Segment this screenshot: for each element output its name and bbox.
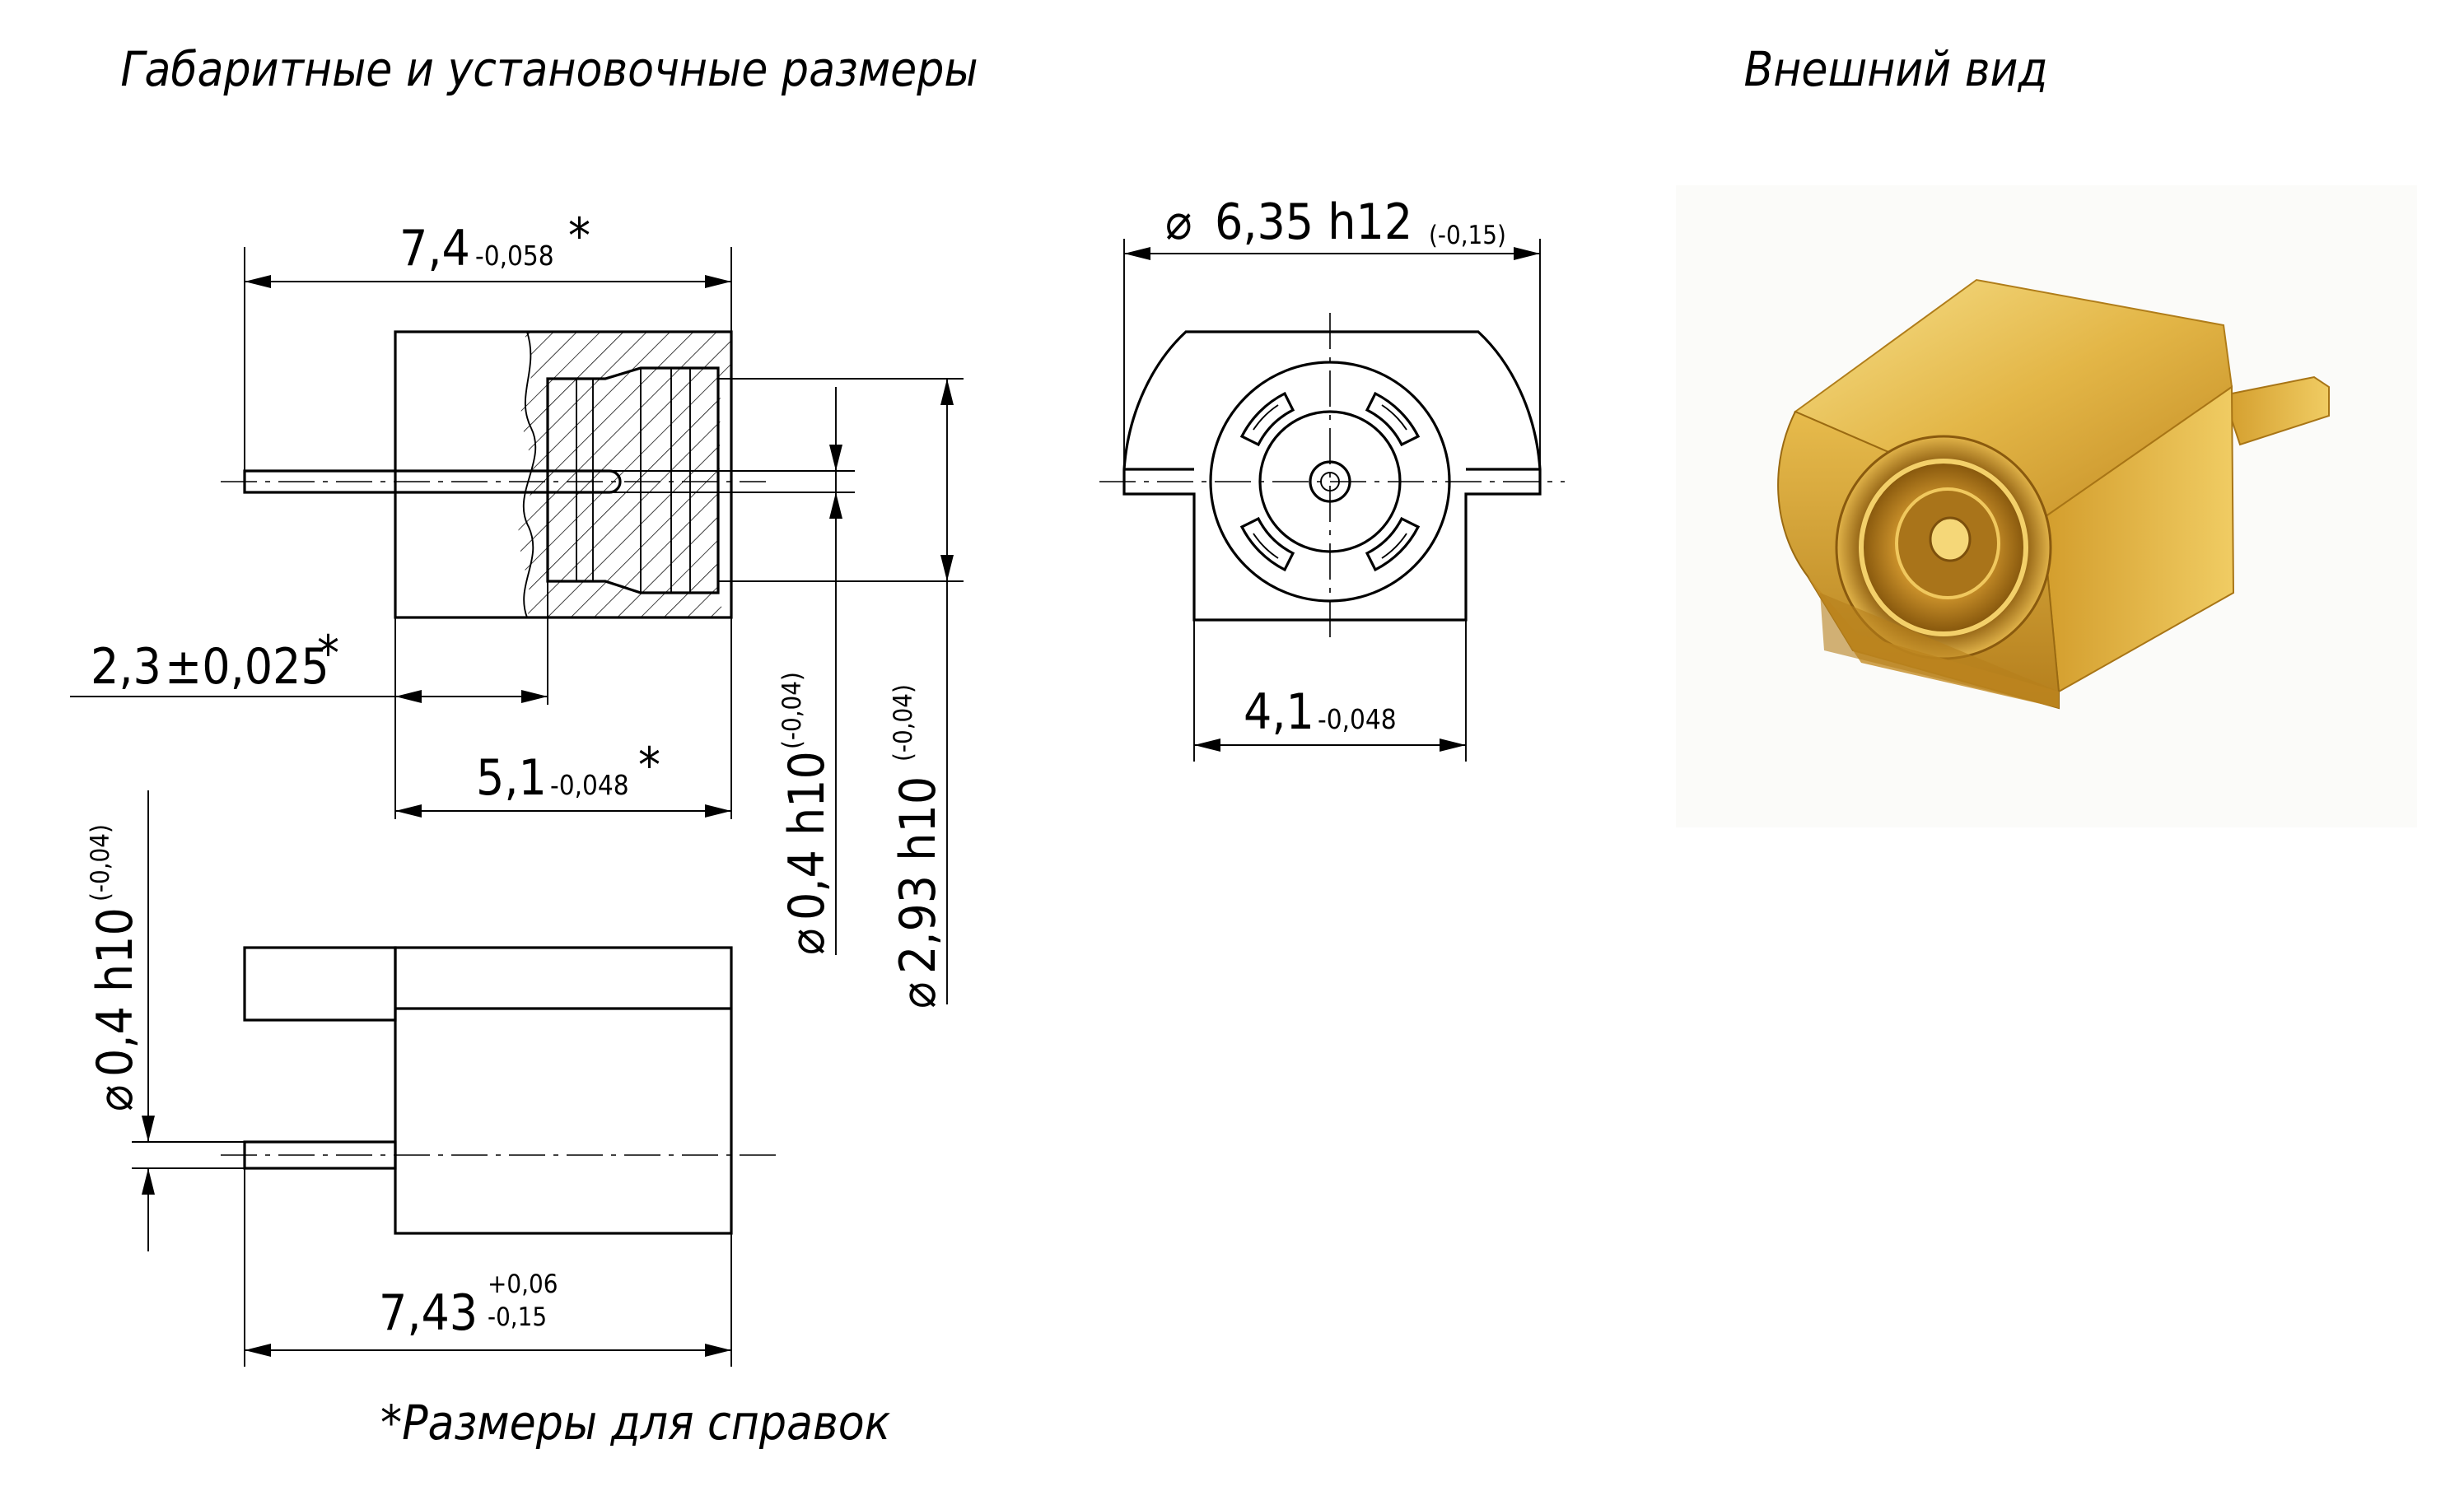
dim-pin-diam-value: 0,4 h10 — [778, 751, 836, 920]
dim-body-length-tol: -0,048 — [550, 769, 629, 801]
dim-length-bottom-value: 7,43 — [379, 1284, 478, 1342]
dim-length-bottom-lower: -0,15 — [488, 1302, 547, 1332]
dim-face-diam-symbol: ⌀ — [1165, 193, 1192, 251]
dim-face-width-tol: -0,048 — [1318, 703, 1397, 735]
dim-offset-star: * — [317, 625, 339, 683]
tab-outline — [243, 946, 397, 1022]
side-external-view: ⌀ 0,4 h10 (-0,04) 7,43 +0,06 -0,15 — [86, 790, 778, 1367]
housing-outline — [394, 946, 733, 1235]
side-section-view: 7,4 -0,058 * 2,3 ±0,025 * 5,1 -0,048 * ⌀… — [70, 207, 964, 1009]
dim-pin-diam-symbol: ⌀ — [778, 929, 836, 956]
footnote: *Размеры для справок — [380, 1395, 891, 1451]
dim-face-width-value: 4,1 — [1244, 683, 1314, 741]
dim-pin-diam-side-symbol: ⌀ — [86, 1085, 144, 1112]
appearance-title: Внешний вид — [1743, 41, 2047, 97]
dim-body-length-star: * — [638, 737, 660, 794]
product-photo — [1676, 185, 2417, 827]
dim-bore-diam-tol: (-0,04) — [889, 684, 918, 762]
dim-bore-diam-symbol: ⌀ — [889, 982, 947, 1009]
dim-offset-tol: ±0,025 — [165, 638, 329, 696]
dim-body-length-value: 5,1 — [476, 749, 547, 807]
bore-cavity — [546, 366, 720, 594]
front-view: ⌀ 6,35 h12 (-0,15) 4,1 -0,048 — [1099, 193, 1565, 762]
dim-pin-diam-label: ⌀ 0,4 h10 (-0,04) — [777, 672, 836, 955]
dim-pin-diam-side-label: ⌀ 0,4 h10 (-0,04) — [86, 824, 144, 1111]
front-outline — [1122, 330, 1542, 622]
dim-length-bottom-upper: +0,06 — [488, 1270, 558, 1299]
dim-face-diam-value: 6,35 h12 — [1215, 193, 1412, 251]
dim-length-top-value: 7,4 — [399, 220, 470, 277]
dim-pin-diam-tol: (-0,04) — [777, 672, 807, 749]
break-line — [522, 331, 537, 618]
dim-face-diam-tol: (-0,15) — [1429, 221, 1506, 250]
dim-bore-diam-value: 2,93 h10 — [889, 776, 947, 974]
dim-length-top-star: * — [568, 207, 590, 265]
dimensions-title: Габаритные и установочные размеры — [120, 41, 978, 97]
dim-pin-diam-side-value: 0,4 h10 — [86, 907, 144, 1077]
dim-pin-diam-side-tol: (-0,04) — [86, 824, 115, 902]
dim-offset-value: 2,3 — [91, 638, 161, 696]
section-hatching — [518, 332, 731, 617]
dim-bore-diam-label: ⌀ 2,93 h10 (-0,04) — [889, 684, 947, 1009]
dim-length-top-tol: -0,058 — [475, 240, 554, 272]
gold-plated-mmcx-connector-icon — [1777, 278, 2330, 710]
